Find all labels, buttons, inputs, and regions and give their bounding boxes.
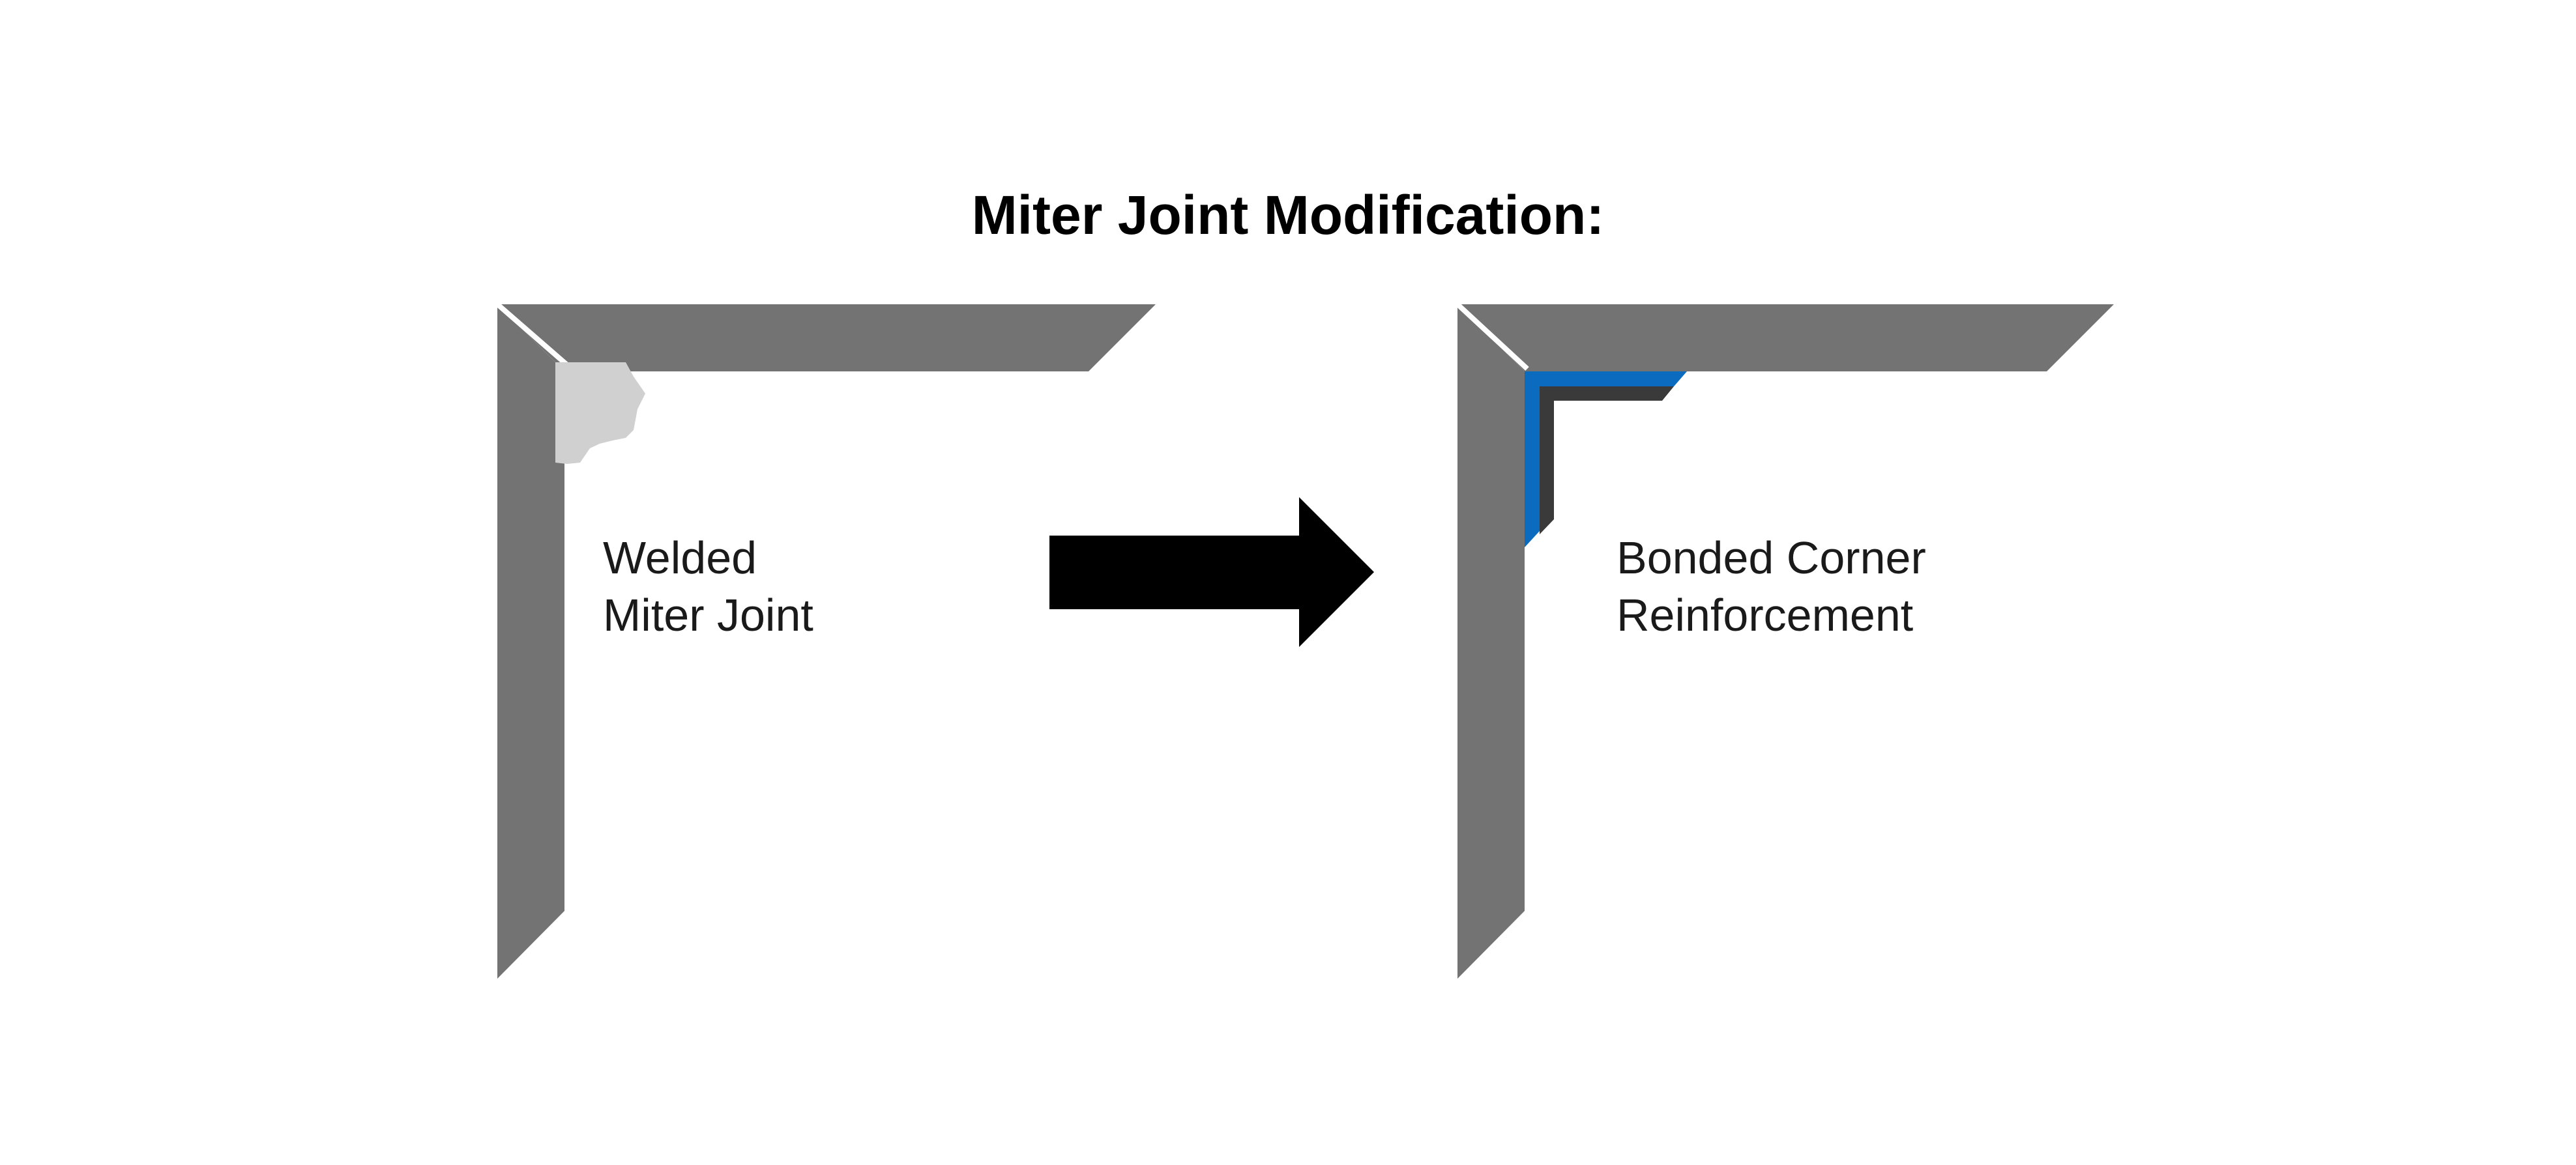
welded-label-line1: Welded [603, 532, 757, 583]
right-frame-top-bar [1457, 304, 2114, 371]
bonded-label-line1: Bonded Corner [1617, 532, 1926, 583]
bonded-corner-frame [1455, 302, 2114, 979]
left-miter-seam [495, 301, 569, 367]
weld-bead [555, 362, 645, 464]
reinforcement-inner-layer [1540, 386, 1674, 534]
right-frame-side-bar [1457, 304, 1525, 979]
welded-miter-frame [495, 301, 1156, 979]
diagram-title: Miter Joint Modification: [971, 184, 1605, 246]
bonded-corner-label: Bonded Corner Reinforcement [1617, 529, 1926, 644]
left-frame-side-bar [497, 304, 564, 979]
left-frame-top-bar [497, 304, 1156, 371]
welded-label-line2: Miter Joint [603, 590, 813, 640]
right-miter-seam [1455, 302, 1529, 371]
bonded-label-line2: Reinforcement [1617, 590, 1914, 640]
right-arrow-icon [1049, 497, 1374, 647]
welded-miter-joint-label: Welded Miter Joint [603, 529, 813, 644]
